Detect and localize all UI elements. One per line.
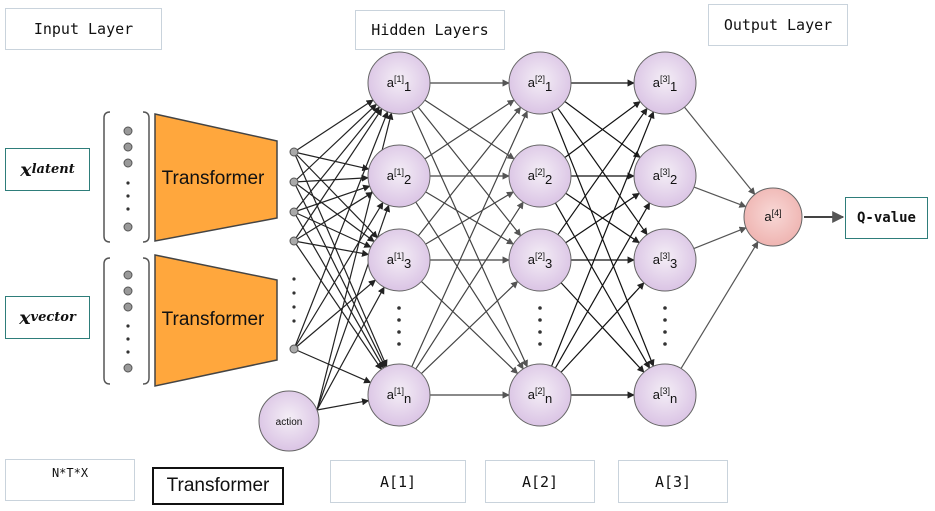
edge-layer1-to-layer2 bbox=[415, 201, 524, 370]
edge-layer2-to-layer3 bbox=[557, 107, 648, 236]
edge-layer3-to-output bbox=[693, 226, 747, 250]
neuron-layer3-3 bbox=[633, 228, 697, 292]
x-vector-base: x bbox=[19, 306, 31, 329]
neuron-layer1-3-label: a[1]3 bbox=[387, 251, 411, 271]
transformer-legend: Transformer bbox=[152, 467, 284, 505]
edge-input-to-layer1 bbox=[293, 174, 369, 183]
vector-input-dots bbox=[123, 270, 133, 373]
edge-layer2-to-layer3 bbox=[565, 192, 640, 244]
edge-input-to-layer1 bbox=[293, 279, 376, 350]
transformer-vector-label: Transformer bbox=[162, 309, 265, 330]
neuron-layer1-1-label: a[1]1 bbox=[387, 74, 411, 94]
edge-input-to-layer1 bbox=[293, 201, 384, 350]
edge-input-to-layer1 bbox=[293, 181, 375, 242]
edge-input-to-layer1 bbox=[293, 111, 389, 350]
neuron-layer1-1 bbox=[367, 51, 431, 115]
neuron-layer1-n-label: a[1]n bbox=[387, 386, 411, 406]
transformer-output-dots bbox=[289, 147, 299, 354]
neuron-layer2-2-label: a[2]2 bbox=[528, 167, 552, 187]
neuron-layer1-2-label: a[1]2 bbox=[387, 167, 411, 187]
latent-input-dots bbox=[123, 126, 133, 232]
edge-layer3-to-output bbox=[680, 241, 759, 369]
x-latent-subscript: latent bbox=[31, 162, 75, 177]
edge-input-to-layer1 bbox=[316, 286, 385, 411]
neuron-layer2-n-label: a[2]n bbox=[528, 386, 552, 406]
hidden-layers-label: Hidden Layers bbox=[355, 10, 505, 50]
input-layer-label: Input Layer bbox=[5, 8, 162, 50]
neuron-layer2-3-label: a[2]3 bbox=[528, 251, 552, 271]
edge-input-to-layer1 bbox=[293, 211, 385, 369]
transformer-output-ellipsis bbox=[292, 277, 296, 323]
edge-input-to-layer1 bbox=[293, 99, 374, 153]
edge-input-to-layer1 bbox=[293, 106, 380, 213]
edge-input-to-layer1 bbox=[293, 103, 377, 183]
edge-input-to-layer1 bbox=[293, 240, 383, 370]
edge-input-to-layer1 bbox=[293, 191, 374, 242]
edge-layer2-to-layer3 bbox=[560, 282, 645, 373]
output-layer-label: Output Layer bbox=[708, 4, 848, 46]
edge-input-to-layer1 bbox=[293, 151, 378, 239]
neuron-layer1-3 bbox=[367, 228, 431, 292]
edge-layer3-to-output bbox=[693, 186, 747, 208]
latent-input-bracket bbox=[103, 111, 150, 243]
edge-layer3-to-output bbox=[683, 106, 756, 195]
q-value-label: Q-value bbox=[845, 197, 928, 239]
neuron-layer2-1 bbox=[508, 51, 572, 115]
transformer-latent-label: Transformer bbox=[162, 168, 265, 189]
edge-layer1-to-layer2 bbox=[417, 106, 522, 237]
edge-layer1-to-layer2 bbox=[424, 99, 515, 160]
neuron-layer3-3-label: a[3]3 bbox=[653, 251, 677, 271]
neuron-layer2-n bbox=[508, 363, 572, 427]
edge-input-to-layer1 bbox=[293, 211, 372, 248]
neuron-layer2-3 bbox=[508, 228, 572, 292]
edge-input-to-layer1 bbox=[293, 151, 388, 368]
action-node bbox=[258, 390, 320, 452]
edge-layer1-to-layer2 bbox=[425, 191, 514, 245]
edge-layer2-to-layer3 bbox=[564, 101, 641, 158]
x-vector-subscript: vector bbox=[30, 310, 76, 325]
edge-layer2-to-layer3 bbox=[554, 202, 651, 369]
output-neuron bbox=[743, 187, 803, 247]
vector-ellipsis bbox=[126, 324, 130, 354]
edge-layer2-to-layer3 bbox=[550, 111, 655, 367]
a3-matrix-label: A[3] bbox=[618, 460, 728, 503]
neuron-layer3-1-label: a[3]1 bbox=[653, 74, 677, 94]
neuron-nodes: a[1]1 a[1]2 a[1]3 a[1]n a[2]1 a[2]2 a[2]3 a[2]n… bbox=[367, 51, 803, 427]
hidden-layer-ellipsis bbox=[397, 306, 667, 346]
transformer-latent-block bbox=[154, 113, 278, 242]
edge-input-to-layer1 bbox=[293, 108, 383, 242]
action-label: action bbox=[276, 417, 303, 428]
latent-ellipsis bbox=[126, 181, 130, 211]
output-neuron-label: a[4] bbox=[764, 208, 781, 224]
x-latent-base: x bbox=[20, 158, 32, 181]
edge-layer1-to-layer2 bbox=[420, 280, 519, 374]
connection-edges bbox=[293, 79, 759, 411]
a2-matrix-label: A[2] bbox=[485, 460, 595, 503]
edge-input-to-layer1 bbox=[316, 398, 370, 411]
neuron-layer3-2 bbox=[633, 144, 697, 208]
neuron-layer3-n bbox=[633, 363, 697, 427]
neuron-layer3-1 bbox=[633, 51, 697, 115]
transformer-vector-block bbox=[154, 254, 278, 387]
edge-layer1-to-layer2 bbox=[411, 110, 528, 367]
shape-label: N*T*X bbox=[5, 459, 135, 501]
neuron-layer3-n-label: a[3]n bbox=[653, 386, 677, 406]
neuron-layer2-2 bbox=[508, 144, 572, 208]
neuron-layer3-2-label: a[3]2 bbox=[653, 167, 677, 187]
neuron-layer1-2 bbox=[367, 144, 431, 208]
neuron-layer1-n bbox=[367, 363, 431, 427]
edge-input-to-layer1 bbox=[293, 151, 370, 172]
a1-matrix-label: A[1] bbox=[330, 460, 466, 503]
vector-input-bracket bbox=[103, 257, 150, 385]
neuron-layer2-1-label: a[2]1 bbox=[528, 74, 552, 94]
